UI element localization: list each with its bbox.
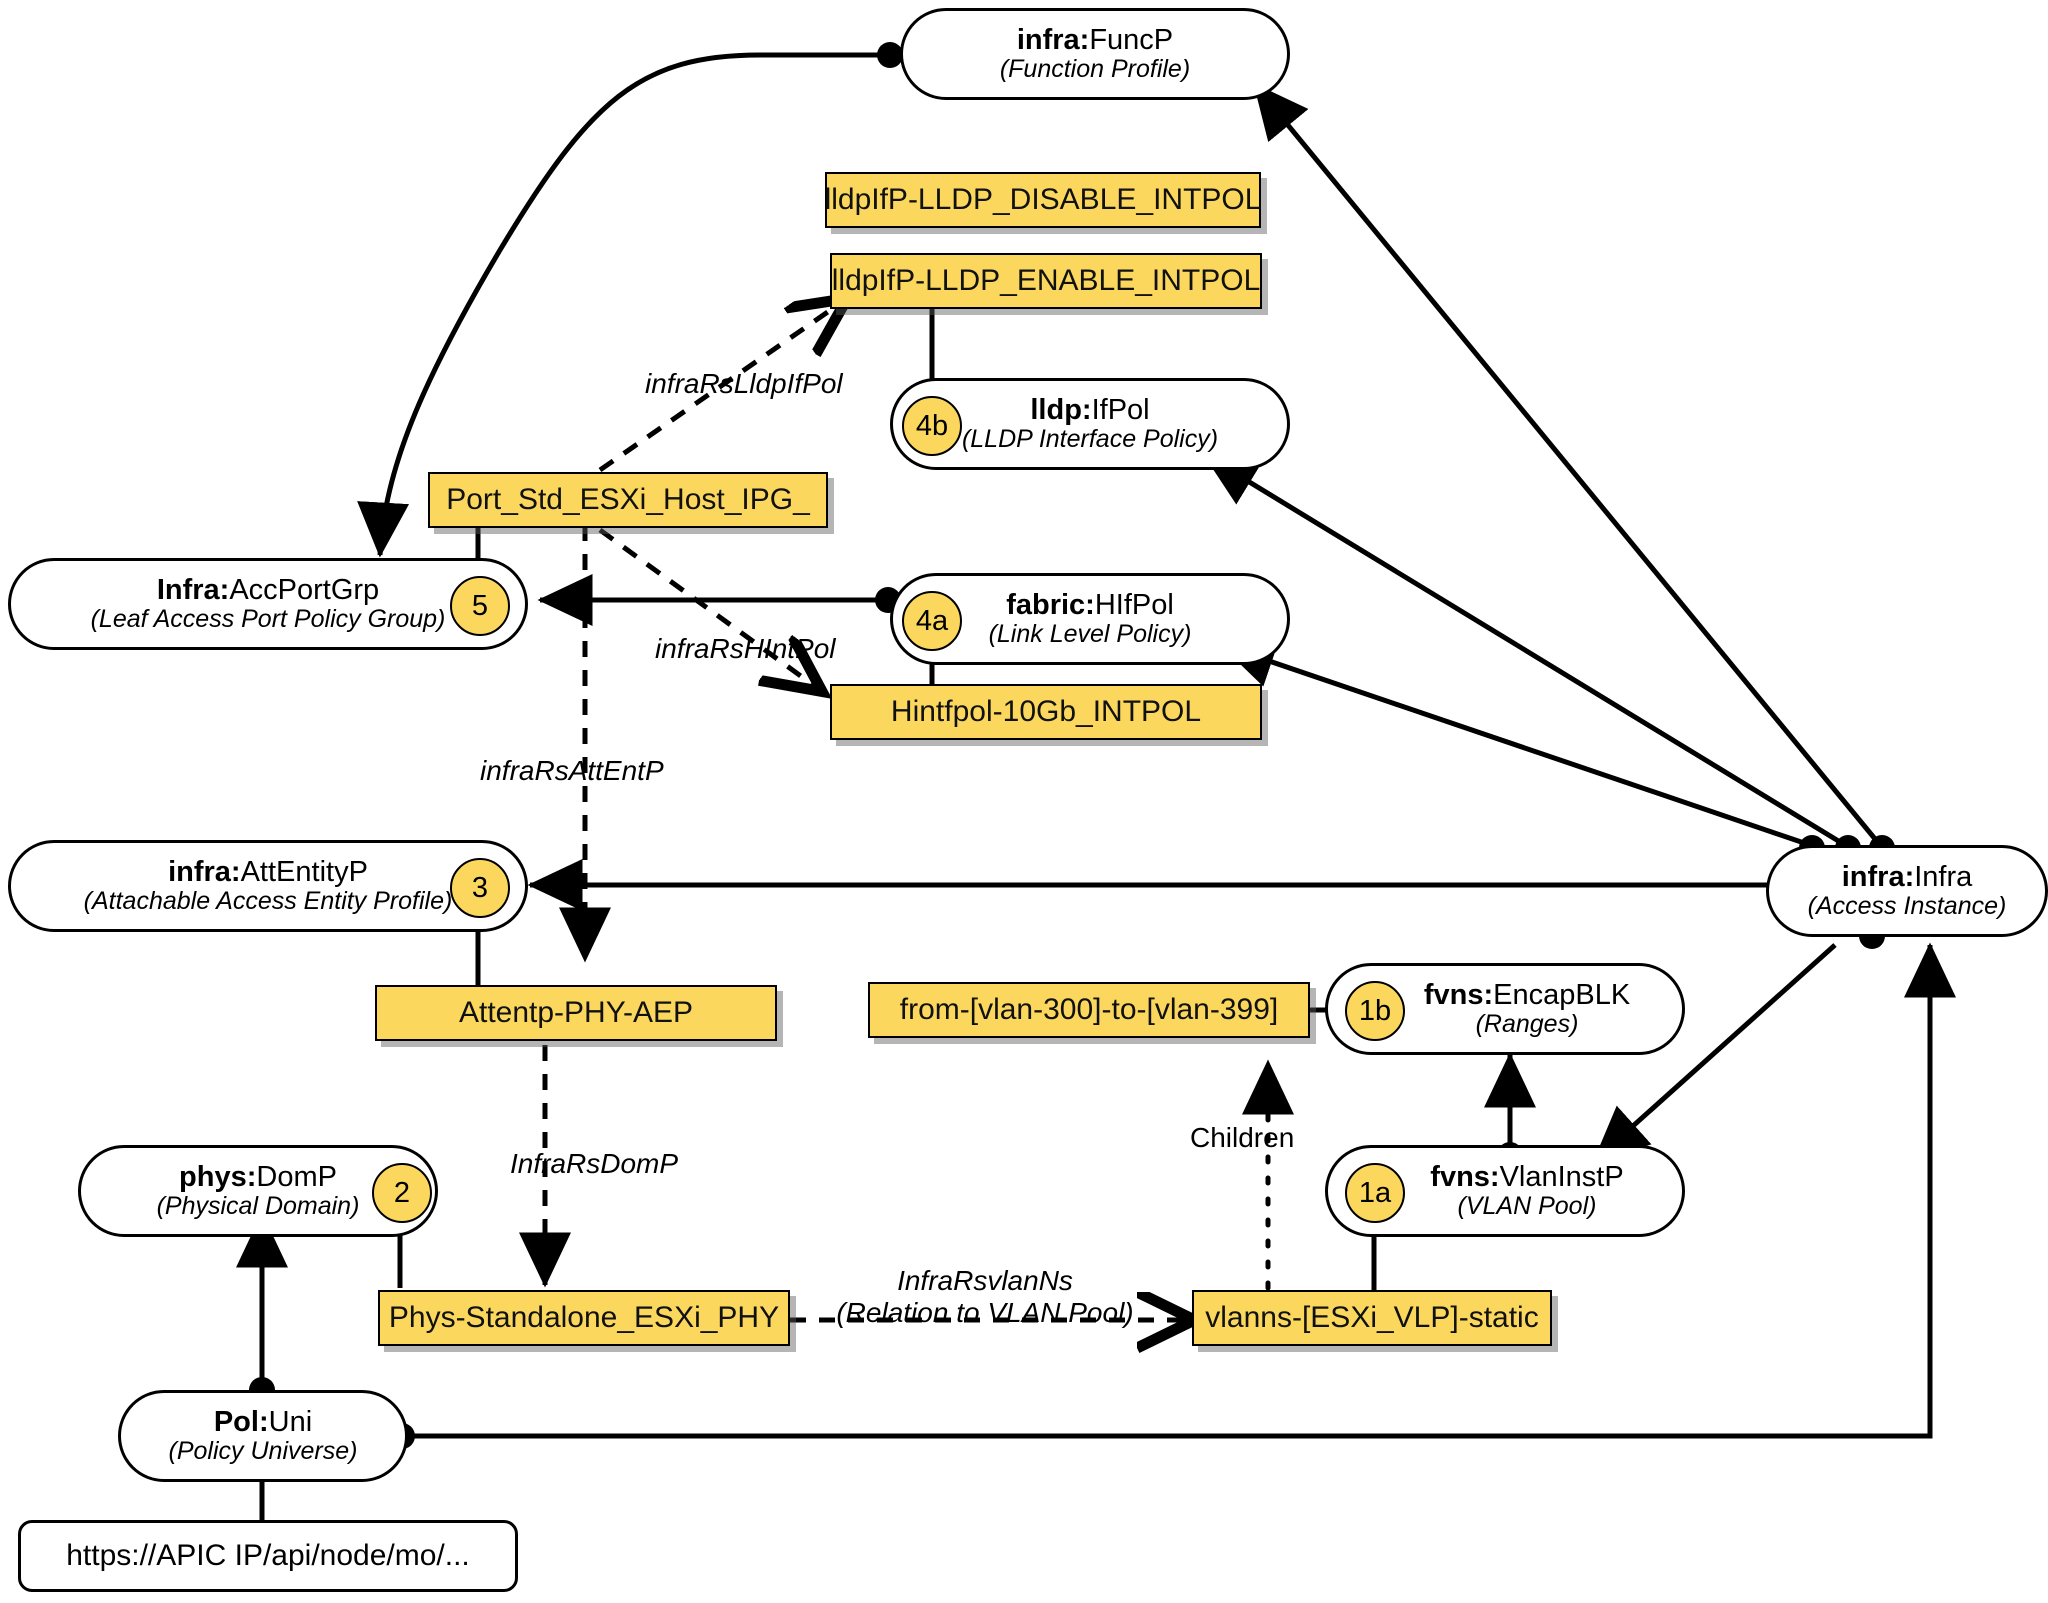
node-desc: (VLAN Pool) xyxy=(1457,1192,1597,1221)
node-desc: (Access Instance) xyxy=(1807,892,2007,921)
label-infra-rs-hintpol: infraRsHIntPol xyxy=(655,633,836,664)
edge-rs-lldpifpol xyxy=(598,300,845,473)
label-infra-rs-lldp-ifpol: infraRsLldpIfPol xyxy=(645,368,843,399)
node-label: Pol:Uni xyxy=(213,1405,313,1438)
box-attentp-phy-aep[interactable]: Attentp-PHY-AEP xyxy=(375,985,777,1041)
box-vlanns-esxi-vlp-static[interactable]: vlanns-[ESXi_VLP]-static xyxy=(1192,1290,1552,1346)
edge-poluni-infra xyxy=(402,942,1957,1439)
badge-physdomp: 2 xyxy=(372,1163,432,1223)
badge-vlaninstp: 1a xyxy=(1345,1163,1405,1223)
edge-infra-funcp xyxy=(1253,83,1882,847)
badge-encapblk: 1b xyxy=(1345,981,1405,1041)
box-apic-url[interactable]: https://APIC IP/api/node/mo/... xyxy=(18,1520,518,1592)
node-desc: (Policy Universe) xyxy=(168,1437,358,1466)
label-children: Children xyxy=(1190,1122,1295,1153)
badge-lldp-ifpol: 4b xyxy=(902,396,962,456)
node-desc: (Function Profile) xyxy=(999,55,1191,84)
box-lldp-disable[interactable]: lldpIfP-LLDP_DISABLE_INTPOL xyxy=(825,172,1261,228)
node-infra-funcp[interactable]: infra:FuncP (Function Profile) xyxy=(900,8,1290,100)
node-label: phys:DomP xyxy=(179,1160,337,1193)
box-phys-standalone-esxi-phy[interactable]: Phys-Standalone_ESXi_PHY xyxy=(378,1290,790,1346)
label-infra-rs-vlanns-sub: (Relation to VLAN Pool) xyxy=(836,1297,1134,1329)
box-encap-range[interactable]: from-[vlan-300]-to-[vlan-399] xyxy=(868,982,1310,1038)
node-desc: (Ranges) xyxy=(1475,1010,1579,1039)
badge-accportgrp: 5 xyxy=(450,576,510,636)
node-label: infra:AttEntityP xyxy=(168,855,368,888)
node-desc: (Physical Domain) xyxy=(156,1192,360,1221)
edge-rs-hintpol xyxy=(598,527,820,690)
node-label: infra:Infra xyxy=(1841,860,1973,893)
node-desc: (Attachable Access Entity Profile) xyxy=(83,887,453,916)
label-infra-rs-attentp: infraRsAttEntP xyxy=(480,755,664,786)
node-label: infra:FuncP xyxy=(1016,23,1174,56)
node-desc: (Leaf Access Port Policy Group) xyxy=(90,605,446,634)
node-label: lldp:IfPol xyxy=(1030,393,1150,426)
edge-funcp-accportgrp xyxy=(357,52,888,558)
edge-infra-lldpifpol xyxy=(1202,452,1847,848)
node-label: fabric:HIfPol xyxy=(1006,588,1174,621)
node-label: Infra:AccPortGrp xyxy=(156,573,380,606)
badge-fabric-hifpol: 4a xyxy=(902,591,962,651)
label-infra-rs-vlanns-main: InfraRsvlanNs xyxy=(897,1265,1073,1296)
node-label: fvns:VlanInstP xyxy=(1430,1160,1624,1193)
box-lldp-enable[interactable]: lldpIfP-LLDP_ENABLE_INTPOL xyxy=(830,253,1262,309)
node-infra-attentityp[interactable]: infra:AttEntityP (Attachable Access Enti… xyxy=(8,840,528,932)
badge-attentityp: 3 xyxy=(450,858,510,918)
node-pol-uni[interactable]: Pol:Uni (Policy Universe) xyxy=(118,1390,408,1482)
label-infra-rs-domp: InfraRsDomP xyxy=(510,1148,679,1179)
node-label: fvns:EncapBLK xyxy=(1423,978,1631,1011)
node-phys-domp[interactable]: phys:DomP (Physical Domain) xyxy=(78,1145,438,1237)
node-desc: (LLDP Interface Policy) xyxy=(961,425,1219,454)
node-desc: (Link Level Policy) xyxy=(988,620,1192,649)
box-hintfpol[interactable]: Hintfpol-10Gb_INTPOL xyxy=(830,684,1262,740)
box-port-std-esxi-host-ipg[interactable]: Port_Std_ESXi_Host_IPG_ xyxy=(428,472,828,528)
node-infra-infra[interactable]: infra:Infra (Access Instance) xyxy=(1766,845,2048,937)
node-infra-accportgrp[interactable]: Infra:AccPortGrp (Leaf Access Port Polic… xyxy=(8,558,528,650)
edge-infra-vlaninstp xyxy=(1593,943,1837,1162)
label-infra-rs-vlanns: InfraRsvlanNs (Relation to VLAN Pool) xyxy=(810,1265,1160,1329)
edge-infra-hifpol xyxy=(1219,637,1811,848)
